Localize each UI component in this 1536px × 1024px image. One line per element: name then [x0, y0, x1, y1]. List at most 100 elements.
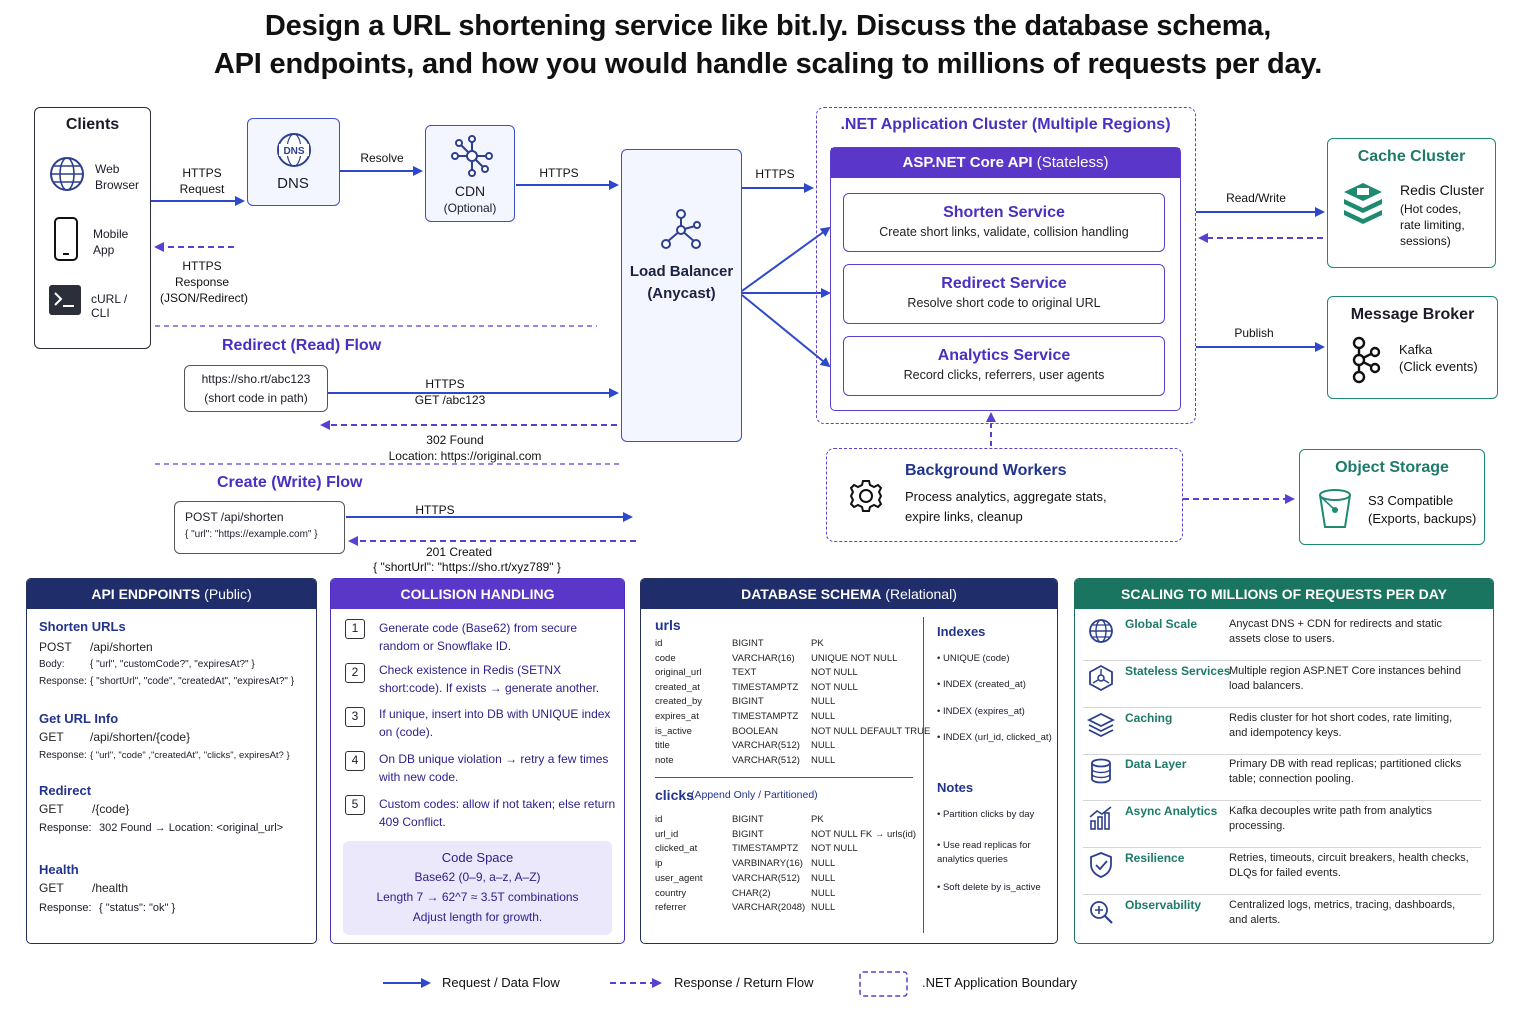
- api-health-response-value: { "status": "ok" }: [99, 902, 176, 914]
- write-flow-resp-1: 201 Created: [425, 545, 493, 559]
- urls-row-4-col-3: NOT NULL: [811, 681, 858, 693]
- api-shorten-body-key: Body:: [39, 659, 65, 670]
- note-1-text: Partition clicks by day: [942, 809, 1035, 820]
- clicks-row-2-col-3: NOT NULL FK → urls(id): [811, 828, 917, 840]
- dotnet-cluster-boundary: .NET Application Cluster (Multiple Regio…: [816, 107, 1196, 424]
- read-flow-req-2: GET /abc123: [414, 393, 486, 407]
- collision-step-3-number: 3: [345, 707, 365, 727]
- chart-icon: [1089, 806, 1112, 830]
- note-1: • Partition clicks by day: [937, 809, 1035, 820]
- background-workers-desc-2: expire links, cleanup: [905, 509, 1023, 524]
- scaling-row-resilience: Resilience Retries, timeouts, circuit br…: [1083, 849, 1481, 895]
- database-icon: [1091, 758, 1111, 784]
- urls-row-6-col-1: expires_at: [655, 711, 699, 722]
- urls-row-5-col-2: BIGINT: [732, 696, 764, 708]
- s3-compatible-name: S3 Compatible: [1368, 493, 1454, 508]
- api-shorten-response-value: { "shortUrl", "code", "createdAt", "expi…: [90, 676, 295, 687]
- collision-step-2-text: Check existence in Redis (SETNX short:co…: [379, 663, 600, 695]
- background-workers-desc-1: Process analytics, aggregate stats,: [905, 489, 1107, 504]
- edge-label-https-request: HTTPS Request: [179, 166, 225, 196]
- kafka-icon: [1352, 336, 1381, 384]
- urls-row-1-col-2: BIGINT: [732, 638, 764, 649]
- clicks-table-title: clicks: [655, 787, 694, 803]
- scaling-label-data-layer: Data Layer: [1125, 757, 1187, 771]
- write-flow-req-label: HTTPS: [415, 503, 455, 517]
- api-redirect-path: /{code}: [92, 802, 130, 816]
- shorten-service-desc: Create short links, validate, collision …: [879, 225, 1129, 239]
- database-schema-header-rest: (Relational): [881, 586, 957, 602]
- client-curl-cli: cURL / CLI: [91, 292, 128, 320]
- edge-label-https-lb-api: HTTPS: [755, 167, 795, 181]
- redis-cluster-name: Redis Cluster: [1400, 182, 1485, 198]
- scaling-row-caching: Caching Redis cluster for hot short code…: [1083, 709, 1481, 755]
- urls-row-1-col-1: id: [655, 638, 663, 649]
- object-storage-box: Object Storage S3 Compatible (Exports, b…: [1299, 449, 1485, 545]
- scaling-desc-stateless: Multiple region ASP.NET Core instances b…: [1229, 665, 1461, 692]
- write-flow-resp-2: { "shortUrl": "https://sho.rt/xyz789" }: [373, 560, 561, 574]
- dns-title: DNS: [277, 175, 309, 192]
- scaling-desc-caching: Redis cluster for hot short codes, rate …: [1229, 712, 1453, 739]
- clicks-row-2-col-2: BIGINT: [732, 828, 764, 840]
- cache-cluster-title: Cache Cluster: [1357, 148, 1466, 165]
- api-get-info-path: /api/shorten/{code}: [90, 730, 191, 744]
- api-redirect-method: GET: [39, 802, 64, 816]
- urls-row-7-col-3: NOT NULL DEFAULT TRUE: [811, 725, 931, 737]
- read-flow-resp-1: 302 Found: [426, 433, 484, 447]
- api-health-response-key: Response:: [39, 902, 92, 914]
- code-space-line-2: Length 7 → 62^7 ≈ 3.5T combinations: [376, 890, 579, 904]
- clients-box: Clients Web Browser Mobile App cURL / CL…: [34, 107, 151, 349]
- api-section-get-info-title: Get URL Info: [39, 711, 119, 726]
- load-balancer-box: Load Balancer (Anycast): [621, 149, 742, 442]
- background-workers-box: Background Workers Process analytics, ag…: [826, 448, 1183, 542]
- collision-handling-header: COLLISION HANDLING: [331, 579, 624, 609]
- clicks-row-6-col-3: NULL: [811, 887, 836, 899]
- dns-globe-icon: DNS: [277, 133, 311, 167]
- note-2-text: Use read replicas for analytics queries: [937, 840, 1031, 865]
- globe-icon: [1089, 619, 1113, 643]
- redis-desc-3: sessions): [1400, 234, 1451, 248]
- scaling-row-async: Async Analytics Kafka decouples write pa…: [1083, 802, 1481, 848]
- urls-row-8-col-1: title: [655, 740, 670, 752]
- gear-icon: [849, 480, 883, 512]
- read-flow-resp-2: Location: https://original.com: [388, 449, 542, 463]
- edge-label-publish: Publish: [1234, 326, 1274, 340]
- clicks-row-5-col-2: VARCHAR(512): [732, 872, 800, 884]
- scaling-desc-resilience: Retries, timeouts, circuit breakers, hea…: [1229, 852, 1469, 879]
- shield-icon: [1090, 852, 1112, 878]
- redis-desc-1: (Hot codes,: [1400, 202, 1462, 216]
- object-storage-title: Object Storage: [1335, 459, 1449, 476]
- write-flow-title: Create (Write) Flow: [217, 474, 363, 491]
- aspnet-api-subtitle: (Stateless): [1032, 154, 1109, 171]
- database-schema-header-bold: DATABASE SCHEMA: [741, 586, 882, 602]
- api-shorten-body-value: { "url", "customCode?", "expiresAt?" }: [90, 659, 255, 670]
- scaling-label-stateless: Stateless Services: [1125, 664, 1231, 678]
- api-section-shorten-title: Shorten URLs: [39, 619, 126, 634]
- urls-row-9-col-3: NULL: [811, 754, 836, 766]
- api-get-info-response-value: { "url", "code" ,"createdAt", "clicks", …: [90, 750, 290, 761]
- index-1-text: UNIQUE (code): [942, 653, 1010, 664]
- kafka-desc: (Click events): [1399, 359, 1478, 374]
- api-health-path: /health: [92, 881, 129, 895]
- urls-row-5-col-3: NULL: [811, 696, 836, 708]
- hexagon-network-icon: [1089, 664, 1113, 692]
- collision-step-4-text: On DB unique violation → retry a few tim…: [379, 752, 609, 784]
- analytics-service-desc: Record clicks, referrers, user agents: [903, 368, 1105, 382]
- clicks-row-6-col-2: CHAR(2): [732, 887, 771, 899]
- clicks-row-1-col-3: PK: [811, 814, 824, 825]
- notes-title: Notes: [937, 780, 974, 795]
- scaling-row-stateless: Stateless Services Multiple region ASP.N…: [1083, 662, 1481, 708]
- kafka-name: Kafka: [1399, 342, 1433, 357]
- index-2-text: INDEX (created_at): [942, 679, 1026, 690]
- index-1: • UNIQUE (code): [937, 653, 1010, 664]
- scaling-desc-async: Kafka decouples write path from analytic…: [1229, 805, 1432, 832]
- collision-step-1-number: 1: [345, 619, 365, 639]
- edge-label-read-write: Read/Write: [1226, 191, 1286, 205]
- clicks-row-6-col-1: country: [655, 887, 687, 899]
- read-flow-url: https://sho.rt/abc123: [201, 372, 311, 386]
- clicks-row-4-col-3: NULL: [811, 858, 836, 870]
- api-section-health-title: Health: [39, 862, 79, 877]
- api-endpoints-header-rest: (Public): [200, 586, 252, 602]
- clicks-row-1-col-2: BIGINT: [732, 814, 764, 825]
- urls-row-9-col-1: note: [655, 754, 674, 766]
- dns-box: DNS DNS: [247, 118, 340, 206]
